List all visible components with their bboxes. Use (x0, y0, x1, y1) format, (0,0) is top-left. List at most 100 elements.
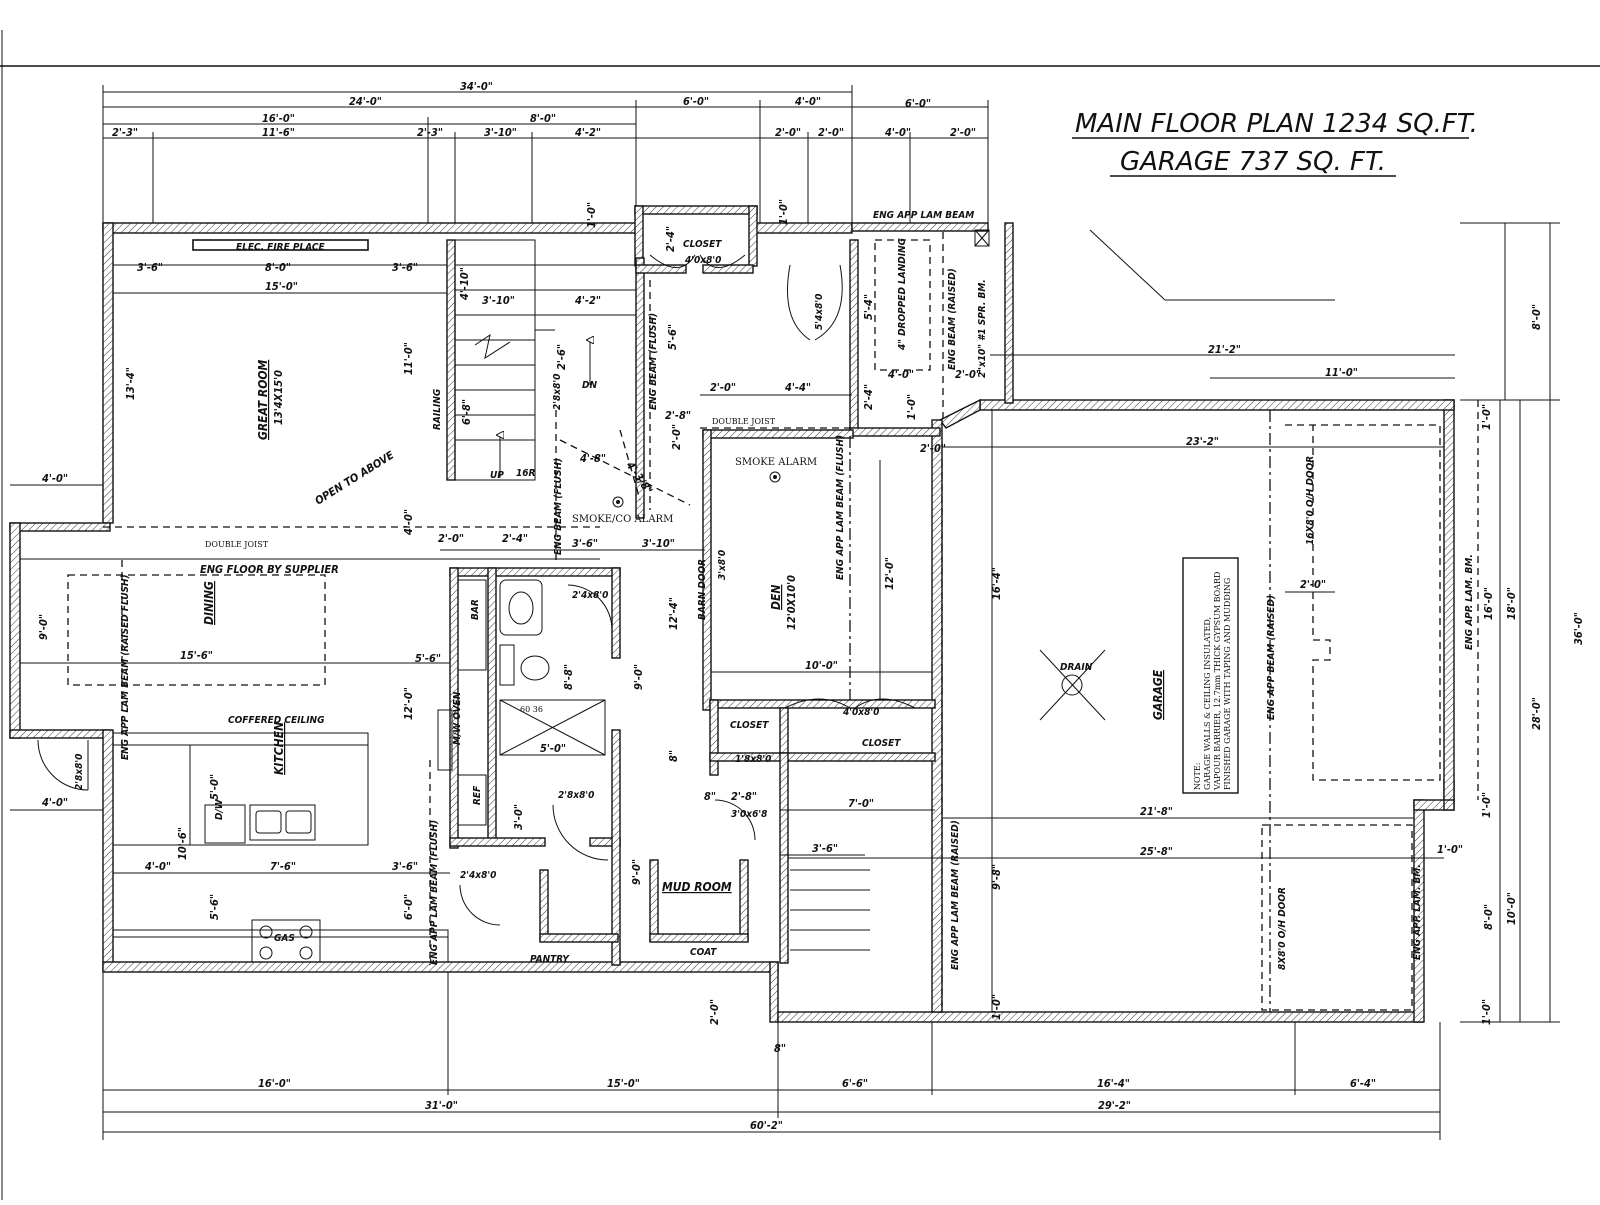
dim-top-2-3a: 2'-3" (112, 126, 138, 139)
eng-app-lam-beam-raised-garage: ENG APP LAM BEAM (RAISED) (950, 820, 961, 970)
dim-st-4-2: 4'-2" (575, 294, 601, 307)
closet-b-label: CLOSET (862, 738, 901, 749)
dining-label: DINING (202, 581, 216, 625)
dim-gr-13-4: 13'-4" (124, 367, 137, 400)
double-joist-a: DOUBLE JOIST (205, 540, 269, 549)
dim-left-4-0b: 4'-0" (42, 796, 68, 809)
dim-h-2-0b: 2'-0" (670, 424, 683, 450)
smoke-alarm-label: SMOKE ALARM (735, 457, 817, 468)
pantry-label: PANTRY (530, 954, 570, 965)
kitchen: KITCHEN D/W 5'-0" 10'-6" 4'-0" 7'-6" 3'-… (112, 579, 487, 965)
closet-den-door: 4'0x8'0 (843, 707, 879, 718)
dim-h-4-0: 4'-0" (402, 509, 415, 535)
dim-den-12: 12'-0" (883, 557, 896, 590)
garage: 21'-2" 11'-0" 23'-2" 16'-4" DRAIN GARAGE… (788, 229, 1495, 1025)
great-room-label: GREAT ROOM (256, 359, 270, 440)
dim-b-8-8: 8'-8" (562, 664, 575, 690)
dim-h-2-0: 2'-0" (710, 381, 736, 394)
top-dimensions: 34'-0" 24'-0" 6'-0" 4'-0" 6'-0" 16'-0" 8… (102, 80, 989, 228)
dim-gr-15: 15'-0" (265, 280, 298, 293)
garage-note-2: GARAGE WALLS & CEILING INSULATED, (1203, 617, 1212, 790)
coffered-label: COFFERED CEILING (228, 715, 324, 726)
dim-top-16: 16'-0" (262, 112, 295, 125)
dim-top-6b: 6'-0" (905, 97, 931, 110)
oh-door-16: 16X8'0 O/H DOOR (1305, 456, 1316, 545)
dim-m-2-8: 2'-8" (731, 790, 757, 803)
dim-bot-15: 15'-0" (607, 1077, 640, 1090)
dim-lnd-1-0: 1'-0" (905, 394, 918, 420)
dim-b-5-0: 5'-0" (540, 742, 566, 755)
stair: UP 16R DN 4'-10" 3'-10" 4'-2" 6'-8" 2'-6… (454, 239, 636, 560)
oh-door-8: 8X8'0 O/H DOOR (1277, 887, 1288, 970)
garage-title: GARAGE 737 SQ. FT. (1120, 147, 1386, 177)
eng-app-lam-beam-raised-flush: ENG APP LAM BEAM (RAISED FLUSH) (120, 574, 131, 760)
interior-walls (446, 239, 941, 966)
bath2-door-size: 2'4x8'0 (460, 870, 496, 881)
main-floor-title: MAIN FLOOR PLAN 1234 SQ.FT. (1075, 109, 1478, 139)
kitchen-label: KITCHEN (272, 722, 286, 775)
dim-lnd-2-4: 2'-4" (862, 384, 875, 410)
eng-app-lam-bm-a: ENG APP. LAM. BM. (1464, 554, 1475, 650)
dim-st-3-10: 3'-10" (482, 294, 515, 307)
dim-g-1-0d: 1'-0" (990, 994, 1003, 1020)
dim-top-24: 24'-0" (349, 95, 382, 108)
dim-top-1-0a: 1'-0" (585, 202, 598, 228)
coat-label: COAT (690, 947, 717, 958)
garage-note-4: FINISHED GARAGE WITH TAPING AND MUDDING (1223, 578, 1232, 790)
dim-left-9-0: 9'-0" (37, 614, 50, 640)
dim-right-28: 28'-0" (1530, 697, 1543, 730)
dining: DOUBLE JOIST ENG FLOOR BY SUPPLIER ENG A… (10, 472, 600, 811)
dim-h-4-4: 4'-4" (785, 381, 811, 394)
dim-bot-6-6: 6'-6" (842, 1077, 868, 1090)
ref-label: REF (472, 785, 483, 805)
eng-app-beam-raised: ENG APP BEAM (RAISED) (1266, 595, 1277, 720)
dim-k-7-6: 7'-6" (270, 860, 296, 873)
dim-k-5-0: 5'-0" (208, 774, 221, 800)
double-joist-b: DOUBLE JOIST (712, 417, 776, 426)
dim-k-6-0: 6'-0" (402, 894, 415, 920)
dim-k-3-6: 3'-6" (392, 860, 418, 873)
railing-label: RAILING (432, 389, 443, 430)
dim-b-9-0: 9'-0" (632, 664, 645, 690)
shower-label: 60 36 (520, 705, 543, 714)
bar-label: BAR (470, 599, 481, 620)
elec-fireplace: ELEC. FIRE PLACE (192, 239, 369, 253)
dim-top-6a: 6'-0" (683, 95, 709, 108)
dim-din-12-0: 12'-0" (402, 687, 415, 720)
eng-beam-flush-label: ENG BEAM (FLUSH) (648, 313, 659, 410)
dim-gr-11: 11'-0" (402, 342, 415, 375)
garage-note-1: NOTE: (1193, 763, 1202, 790)
dim-din-5-6: 5'-6" (415, 652, 441, 665)
dim-k-4-0: 4'-0" (145, 860, 171, 873)
dim-bot-60-2: 60'-2" (750, 1119, 783, 1132)
dim-top-overall: 34'-0" (460, 80, 493, 93)
plan-title-block: MAIN FLOOR PLAN 1234 SQ.FT. GARAGE 737 S… (1072, 109, 1478, 177)
dim-top-1-0b: 1'-0" (777, 199, 790, 225)
dim-lnd-2-0: 2'-0" (920, 442, 946, 455)
dim-m-3-6: 3'-6" (812, 842, 838, 855)
bottom-dimensions: 16'-0" 15'-0" 6'-6" 16'-4" 6'-4" 31'-0" … (102, 972, 1441, 1140)
garage-label: GARAGE (1151, 669, 1165, 720)
closet-top-door: 4'0x8'0 (685, 255, 721, 266)
dim-g-1-0e: 1'-0" (1480, 999, 1493, 1025)
dim-b-3-0: 3'-0" (512, 804, 525, 830)
den-label: DEN (769, 585, 783, 610)
dim-fp-3-6b: 3'-6" (392, 261, 418, 274)
dim-top-4-0: 4'-0" (885, 126, 911, 139)
elec-fireplace-label: ELEC. FIRE PLACE (236, 242, 325, 253)
dim-right-8: 8'-0" (1530, 304, 1543, 330)
dim-lnd-4-0: 4'-0" (888, 368, 914, 381)
den-size: 12'0X10'0 (785, 575, 798, 630)
dim-h-3-6: 3'-6" (572, 537, 598, 550)
dim-m-8c: 8" (774, 1042, 786, 1055)
eng-beam-flush-stair: ENG BEAM (FLUSH) (553, 458, 564, 555)
dim-g-9-8: 9'-8" (990, 864, 1003, 890)
mud-door-size: 3'0x6'8 (731, 809, 767, 820)
stair-risers-label: 16R (516, 468, 536, 479)
dim-right-18: 18'-0" (1505, 587, 1518, 620)
dim-top-4-2: 4'-2" (575, 126, 601, 139)
dim-m-8a: 8" (667, 750, 680, 762)
dim-h-2-4b: 2'-4" (502, 532, 528, 545)
stair-door-size: 2'8x8'0 (552, 374, 563, 410)
